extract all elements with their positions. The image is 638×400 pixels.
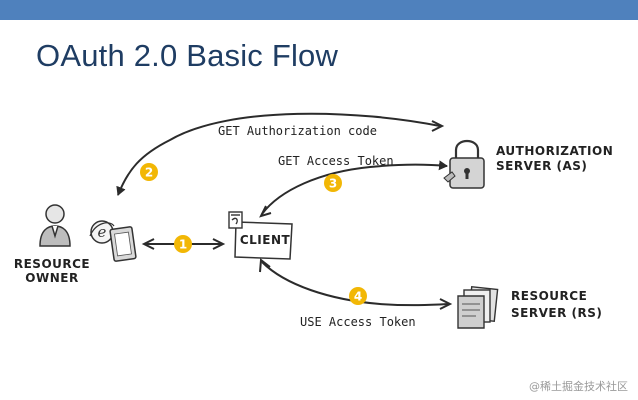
resource-server-label-line2: SERVER (RS) — [511, 306, 602, 320]
resource-server-label-line1: RESOURCE — [511, 289, 587, 303]
top-bar — [0, 0, 638, 20]
step-3-badge: 3 — [324, 174, 342, 192]
client-app-icon — [228, 211, 243, 229]
watermark: @稀土掘金技术社区 — [529, 380, 628, 393]
resource-owner-label-line2: OWNER — [25, 271, 78, 285]
client-label: CLIENT — [240, 233, 291, 247]
flow-2-label: GET Authorization code — [218, 124, 377, 138]
user-icon — [39, 204, 71, 247]
svg-text:4: 4 — [354, 290, 362, 304]
document-stack-icon — [457, 285, 499, 329]
svg-text:e: e — [98, 223, 107, 241]
flow-3-arrow — [259, 160, 448, 218]
page-title: OAuth 2.0 Basic Flow — [36, 38, 339, 73]
flow-2-arrow — [116, 112, 445, 196]
step-2-badge: 2 — [140, 163, 158, 181]
flow-3-label: GET Access Token — [278, 154, 394, 168]
client-box — [234, 221, 293, 260]
resource-owner-label-line1: RESOURCE — [14, 257, 90, 271]
step-4-badge: 4 — [349, 287, 367, 305]
authorization-server-label-line1: AUTHORIZATION — [496, 144, 613, 158]
authorization-server-label-line2: SERVER (AS) — [496, 159, 587, 173]
tablet-icon — [109, 226, 137, 262]
flow-4-label: USE Access Token — [300, 315, 416, 329]
padlock-icon — [443, 139, 485, 189]
svg-text:3: 3 — [329, 177, 337, 191]
step-1-badge: 1 — [174, 235, 192, 253]
svg-text:1: 1 — [179, 238, 187, 252]
svg-text:2: 2 — [145, 166, 153, 180]
flow-4-arrow — [259, 258, 453, 310]
